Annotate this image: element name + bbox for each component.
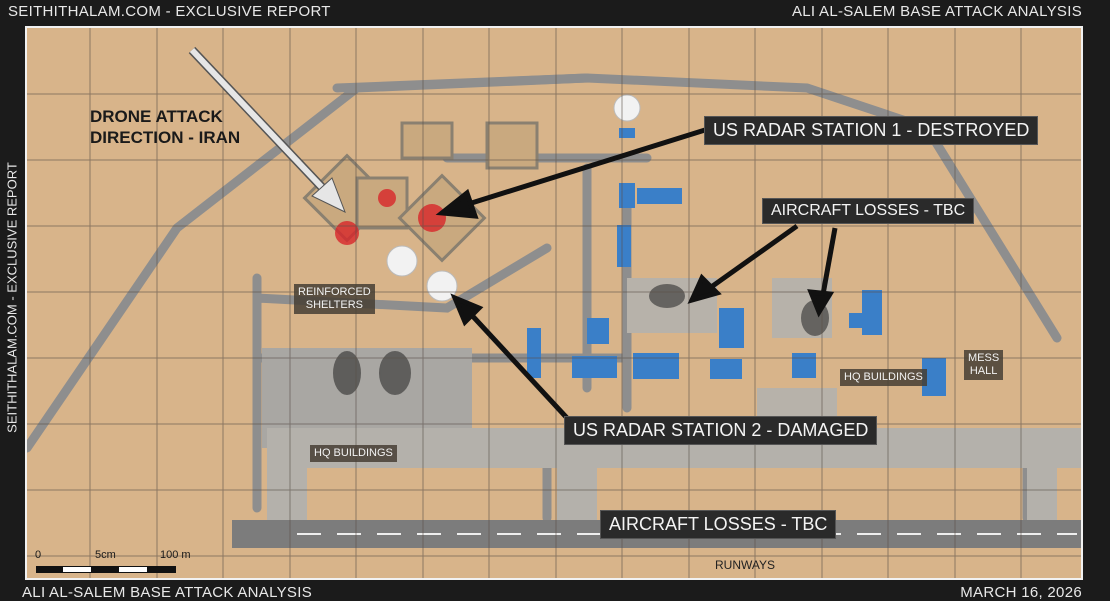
drone-arrowhead	[311, 177, 346, 214]
mess-line1: MESS	[968, 352, 1000, 364]
satellite-map: DRONE ATTACK DIRECTION - IRAN US RADAR S…	[25, 26, 1083, 580]
header-source: SEITHITHALAM.COM - EXCLUSIVE REPORT	[8, 3, 331, 20]
shelters-line2: SHELTERS	[305, 299, 363, 311]
fire-damage	[335, 189, 446, 245]
grid	[27, 28, 1081, 578]
scale-mid: 5cm	[95, 549, 116, 561]
shelters-line1: REINFORCED	[298, 286, 371, 298]
header-title: ALI AL-SALEM BASE ATTACK ANALYSIS	[791, 3, 1082, 20]
drone-label-line1: DRONE ATTACK	[90, 107, 223, 126]
radar-domes	[386, 94, 641, 302]
scale-start: 0	[35, 549, 42, 561]
radar-station-2-label: US RADAR STATION 2 - DAMAGED	[564, 416, 878, 445]
reinforced-shelters-label: REINFORCED SHELTERS	[294, 284, 375, 314]
mess-hall-label: MESS HALL	[964, 350, 1004, 380]
footer-date: MARCH 16, 2026	[960, 584, 1082, 601]
radar-station-1-label: US RADAR STATION 1 - DESTROYED	[704, 116, 1039, 145]
hq-buildings-right-label: HQ BUILDINGS	[840, 369, 927, 386]
side-source-text: SEITHITHALAM.COM - EXCLUSIVE REPORT	[4, 162, 20, 433]
attack-arrows	[188, 46, 838, 420]
scale-bar	[36, 566, 176, 573]
scale-end: 100 m	[160, 549, 191, 561]
drone-direction-label: DRONE ATTACK DIRECTION - IRAN	[90, 106, 240, 148]
runways-label: RUNWAYS	[715, 558, 775, 572]
mess-line2: HALL	[969, 365, 998, 377]
hq-buildings-left-label: HQ BUILDINGS	[310, 445, 397, 462]
footer-title: ALI AL-SALEM BASE ATTACK ANALYSIS	[22, 584, 313, 601]
aircraft-losses-runway-label: AIRCRAFT LOSSES - TBC	[600, 510, 837, 539]
drone-label-line2: DIRECTION - IRAN	[90, 128, 241, 147]
aircraft-losses-top-label: AIRCRAFT LOSSES - TBC	[762, 198, 975, 224]
